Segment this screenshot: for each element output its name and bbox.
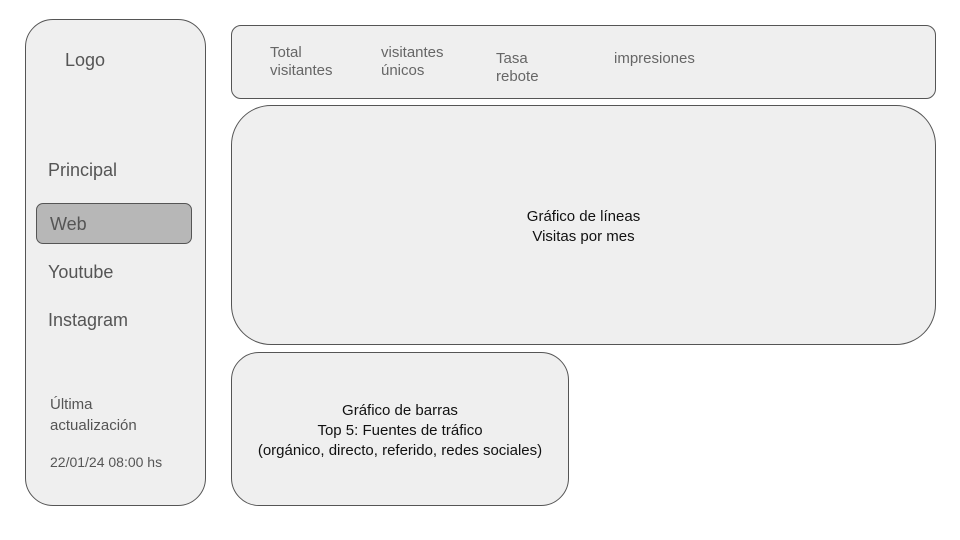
nav-item-instagram[interactable]: Instagram: [48, 310, 129, 330]
last-update-label: Última actualización: [50, 396, 137, 434]
nav-item-youtube[interactable]: Youtube: [48, 262, 114, 282]
line-chart-title: Gráfico de líneas: [526, 208, 641, 225]
line-chart-subtitle: Visitas por mes: [532, 228, 635, 245]
last-update-timestamp: 22/01/24 08:00 hs: [50, 454, 163, 470]
nav-item-principal[interactable]: Principal: [48, 160, 118, 180]
kpi-bounce-rate[interactable]: Tasa rebote: [496, 50, 539, 85]
kpi-impressions[interactable]: impresiones: [614, 50, 695, 67]
kpi-unique-visitors[interactable]: visitantes únicos: [381, 44, 444, 79]
bar-chart-placeholder: Gráfico de barras Top 5: Fuentes de tráf…: [231, 352, 569, 506]
sidebar: Logo Principal Web Youtube Instagram Últ…: [25, 19, 206, 506]
bar-chart-subtitle: Top 5: Fuentes de tráfico: [317, 422, 483, 439]
bar-chart-detail: (orgánico, directo, referido, redes soci…: [257, 442, 543, 459]
logo: Logo: [65, 50, 106, 70]
kpi-bar: Total visitantes visitantes únicos Tasa …: [231, 25, 936, 99]
bar-chart-title: Gráfico de barras: [342, 402, 458, 419]
nav-item-web-label: Web: [50, 214, 87, 234]
nav-item-web[interactable]: Web: [36, 203, 192, 244]
line-chart-placeholder: Gráfico de líneas Visitas por mes: [231, 105, 936, 345]
kpi-total-visitors[interactable]: Total visitantes: [270, 44, 333, 79]
